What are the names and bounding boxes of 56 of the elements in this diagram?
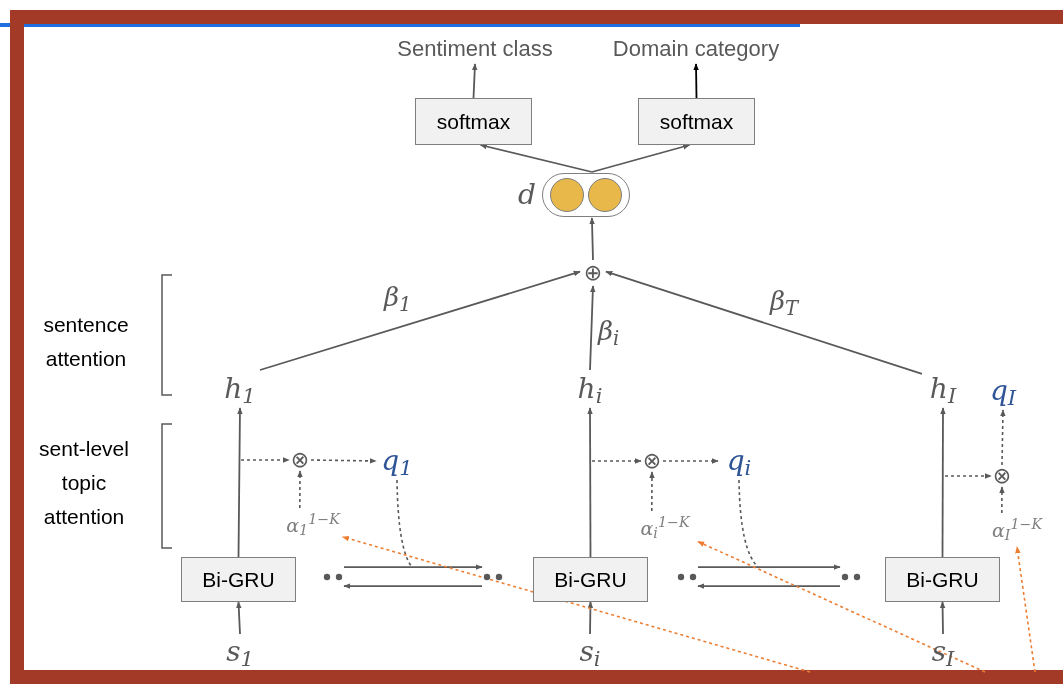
math-label: h$_{i}$ (570, 370, 610, 408)
layer-box: softmax (415, 98, 532, 145)
dotted-arrow (591, 458, 642, 464)
arrow (940, 407, 946, 558)
operator-symbol: ⊗ (289, 449, 311, 471)
math-label: q$_{1}$ (376, 442, 418, 480)
dotted-arrow (662, 458, 719, 464)
math-label: s$_{1}$ (222, 634, 258, 670)
arrow (343, 583, 483, 589)
section-label: sent-level topic attention (38, 436, 130, 530)
dotted-arrow (240, 457, 290, 463)
operator-symbol: ⊕ (580, 260, 606, 286)
arrow (697, 583, 841, 589)
math-label: s$_{I}$ (925, 634, 961, 670)
output-label: Sentiment class (372, 32, 578, 64)
layer-box: softmax (638, 98, 755, 145)
edge-label: β$_{i}$ (598, 318, 620, 344)
dotted-arrow (297, 470, 303, 509)
edge-label: β$_{T}$ (770, 288, 799, 314)
section-label: sentence attention (42, 312, 130, 372)
math-label: h$_{I}$ (922, 370, 964, 408)
arrow (605, 270, 923, 375)
arrow (697, 564, 841, 570)
arrow (479, 143, 593, 173)
math-label: d (518, 181, 536, 209)
math-label: q$_{I}$ (982, 372, 1024, 410)
dotted-arrow (999, 486, 1005, 514)
operator-symbol: ⊗ (641, 450, 663, 472)
math-label: q$_{i}$ (718, 442, 760, 480)
arrow (236, 601, 242, 635)
arrow (693, 63, 699, 99)
arrow (259, 270, 581, 371)
arrow (589, 285, 596, 371)
arrow (587, 407, 593, 558)
dotted-arrow (697, 540, 986, 673)
layer-box: Bi-GRU (533, 557, 648, 602)
arrow (591, 144, 691, 173)
layer-box: Bi-GRU (181, 557, 296, 602)
edge-label: β$_{1}$ (384, 284, 412, 310)
arrow (589, 217, 595, 261)
layer-box: Bi-GRU (885, 557, 1000, 602)
arrow (939, 601, 946, 635)
dotted-arrow (944, 473, 992, 479)
math-label: h$_{1}$ (220, 370, 260, 408)
arrow (343, 564, 483, 570)
dotted-arrow (310, 458, 377, 464)
output-label: Domain category (591, 32, 801, 64)
dotted-arrow (341, 535, 811, 673)
dotted-arrow (1000, 409, 1006, 466)
dotted-arrow (649, 471, 655, 512)
operator-symbol: ⊗ (991, 465, 1013, 487)
dotted-arrow (1015, 546, 1036, 673)
arrow (471, 63, 478, 99)
arrow (587, 601, 594, 635)
arrow (237, 407, 243, 558)
math-label: s$_{i}$ (572, 634, 608, 670)
